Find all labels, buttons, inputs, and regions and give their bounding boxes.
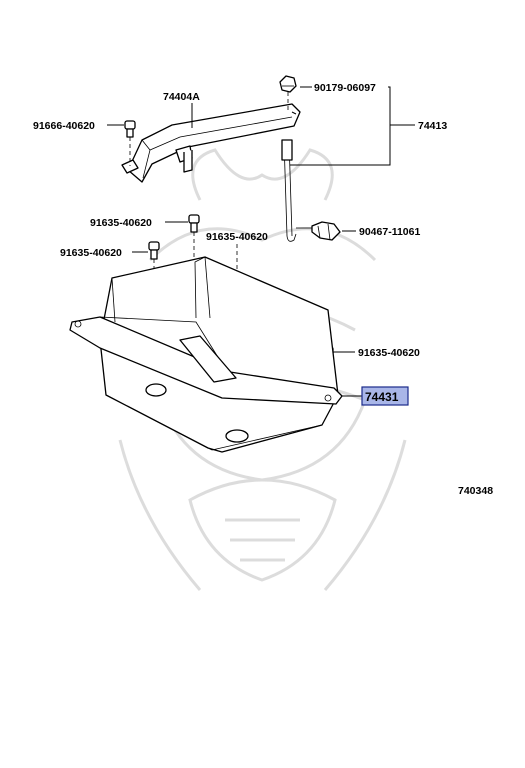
battery-tray-74431[interactable] [69,256,343,453]
figure-code: 740348 [458,485,493,497]
label-91635-40620-b: 91635-40620 [60,247,122,259]
label-91635-40620-a: 91635-40620 [90,217,152,229]
label-90179-06097: 90179-06097 [314,82,376,94]
label-74431[interactable]: 74431 [365,390,399,404]
label-74404a: 74404A [163,91,200,103]
highlight-box [361,386,409,406]
hook-nut-90467-11061[interactable] [311,221,341,241]
nut-90179-06097[interactable] [279,75,297,93]
clamp-rod-74413[interactable] [281,139,297,242]
bolt-91635-40620-b[interactable] [148,241,160,260]
label-90467-11061: 90467-11061 [359,226,420,238]
bracket-74404a[interactable] [121,103,301,183]
label-91666-40620: 91666-40620 [33,120,95,132]
bolt-91666-40620[interactable] [124,120,136,138]
label-74413: 74413 [418,120,447,132]
bolt-91635-40620-a[interactable] [188,214,200,233]
label-91635-40620-c: 91635-40620 [206,231,268,243]
label-91635-40620-d: 91635-40620 [358,347,420,359]
